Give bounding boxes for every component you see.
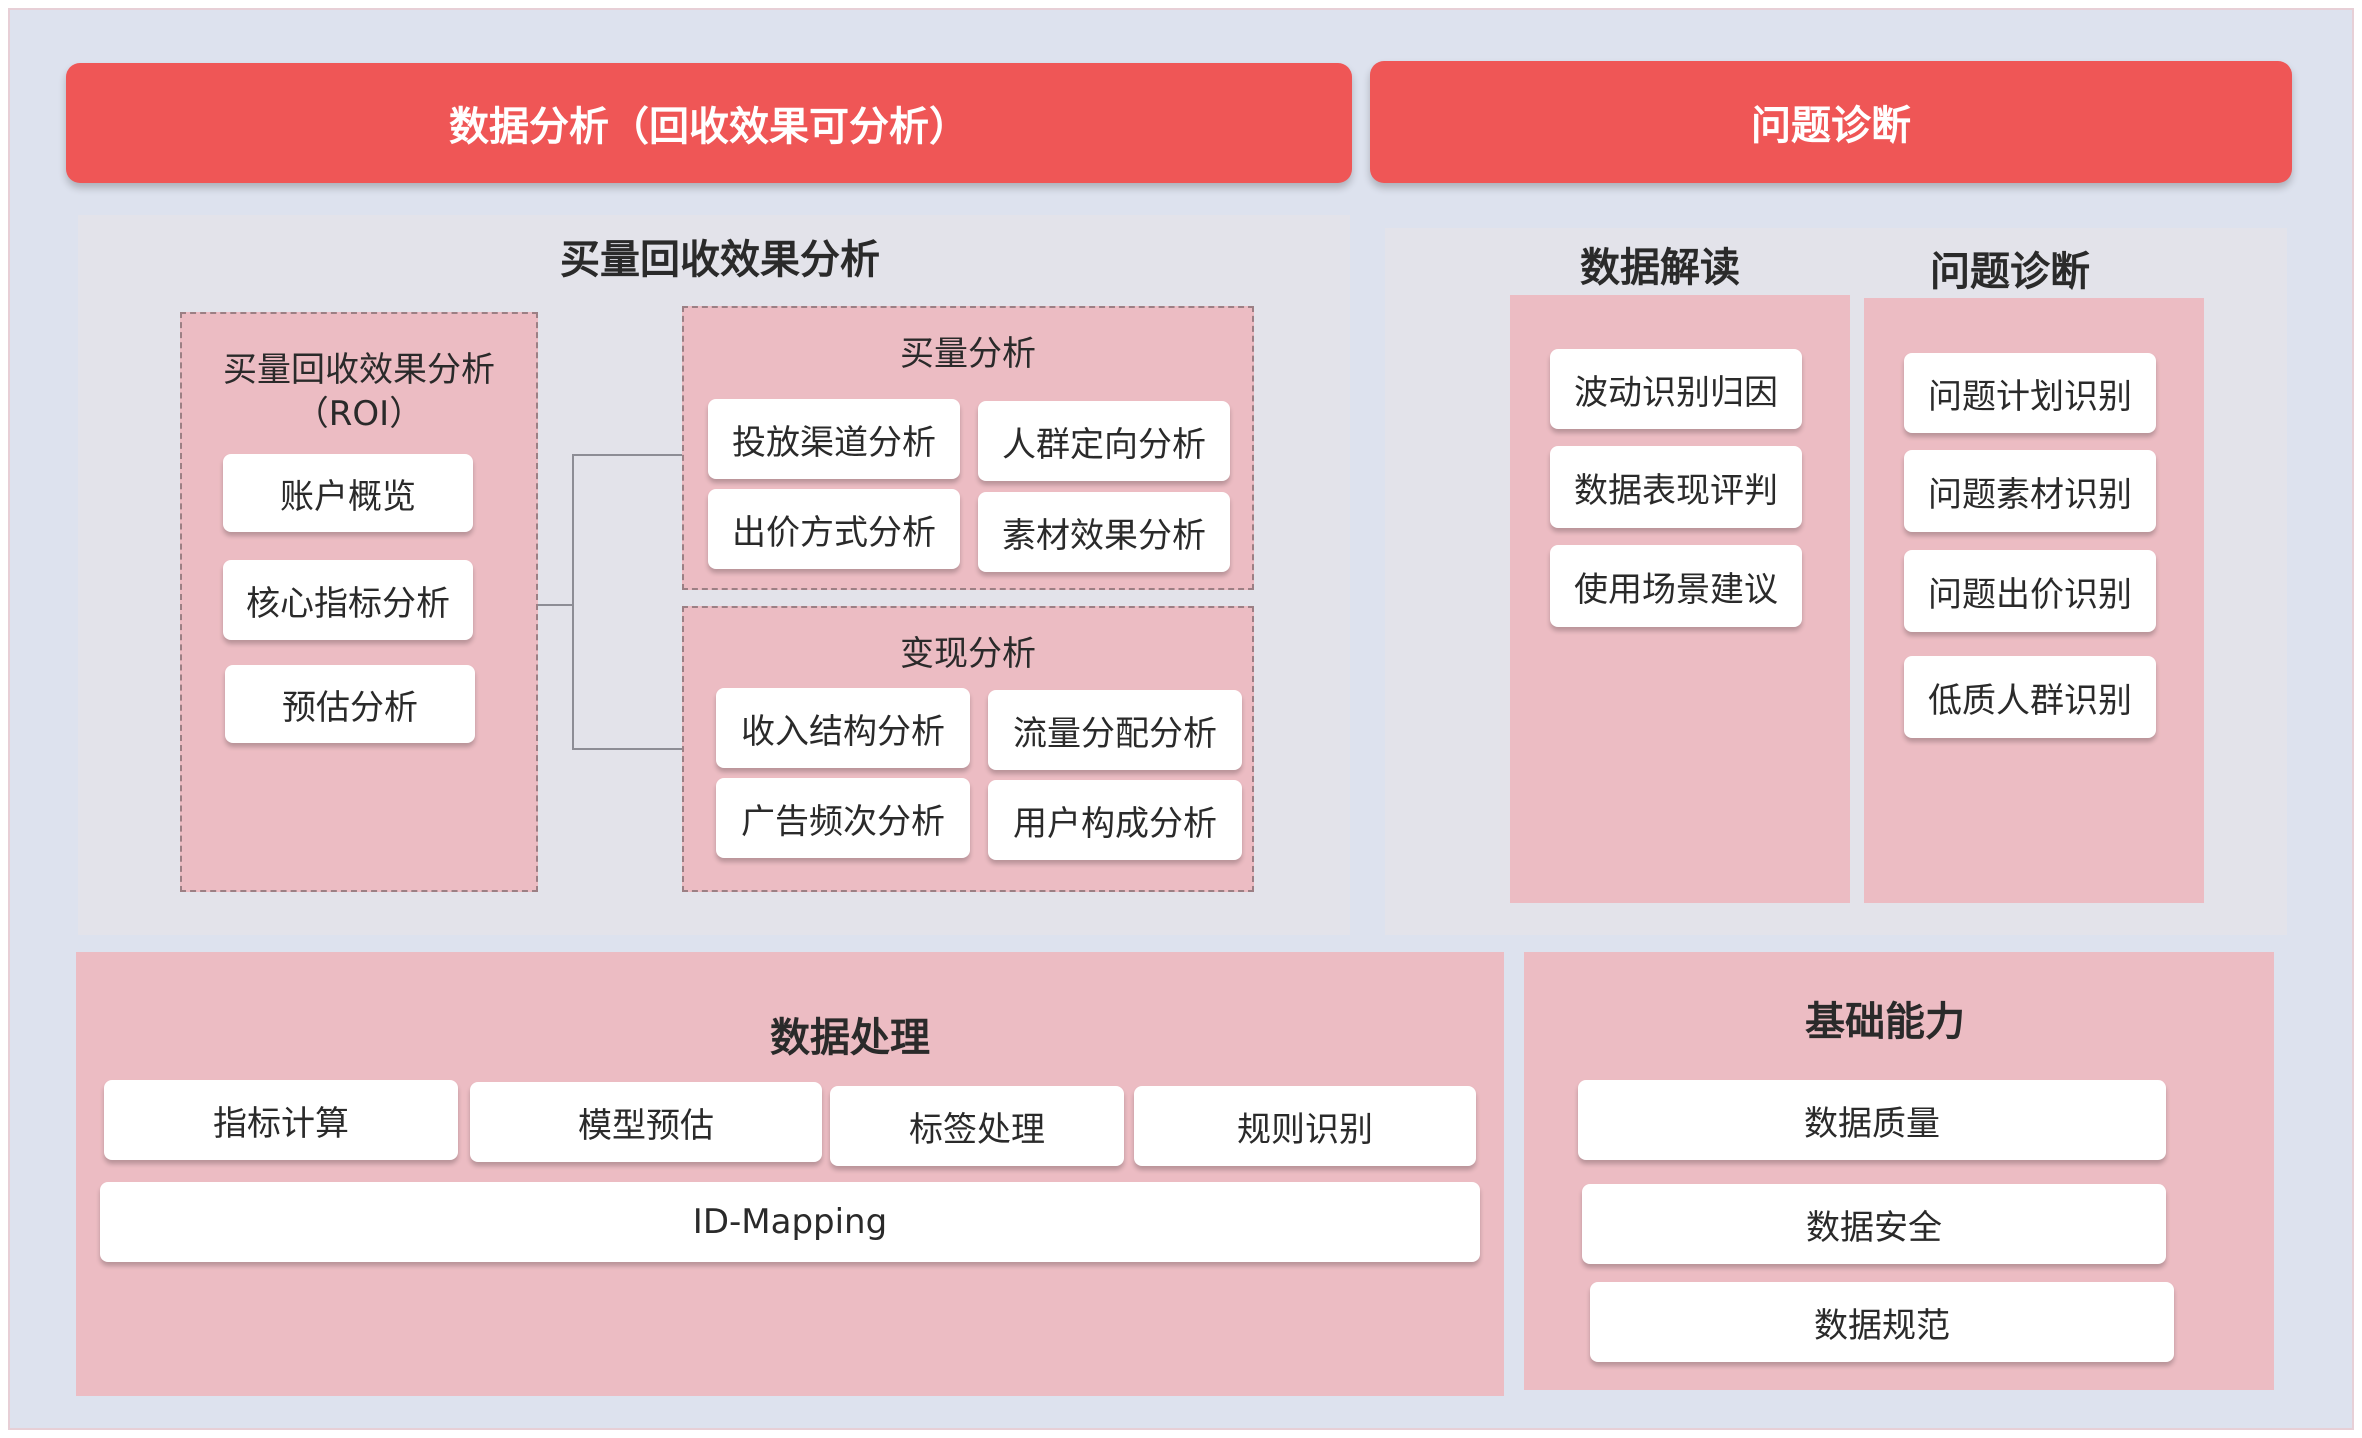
buy-card-bidding: 出价方式分析 xyxy=(708,489,960,569)
buy-analysis-title: 买量分析 xyxy=(900,334,1036,374)
roi-group-subtitle: （ROI） xyxy=(294,394,424,434)
problem-card-audience: 低质人群识别 xyxy=(1904,656,2156,738)
connector-line xyxy=(572,454,574,750)
processing-panel xyxy=(76,952,1504,1396)
interpret-card-performance: 数据表现评判 xyxy=(1550,446,1802,528)
monetize-analysis-title: 变现分析 xyxy=(900,634,1036,674)
interpret-title: 数据解读 xyxy=(1580,245,1740,291)
processing-card-id-mapping: ID-Mapping xyxy=(100,1182,1480,1262)
problem-card-bid: 问题出价识别 xyxy=(1904,550,2156,632)
monetize-card-revenue: 收入结构分析 xyxy=(716,688,970,768)
monetize-card-traffic: 流量分配分析 xyxy=(988,690,1242,770)
header-problem-diagnosis: 问题诊断 xyxy=(1370,61,2292,183)
header-data-analysis-label: 数据分析（回收效果可分析） xyxy=(449,104,969,150)
foundation-card-standards: 数据规范 xyxy=(1590,1282,2174,1362)
roi-card-core-metrics: 核心指标分析 xyxy=(223,560,473,640)
header-data-analysis: 数据分析（回收效果可分析） xyxy=(66,63,1352,183)
interpret-card-scenario: 使用场景建议 xyxy=(1550,545,1802,627)
monetize-card-frequency: 广告频次分析 xyxy=(716,778,970,858)
problem-card-creative: 问题素材识别 xyxy=(1904,450,2156,532)
roi-group-title: 买量回收效果分析 xyxy=(223,350,495,390)
processing-card-rules: 规则识别 xyxy=(1134,1086,1476,1166)
processing-card-tags: 标签处理 xyxy=(830,1086,1124,1166)
connector-line xyxy=(572,454,682,456)
roi-card-forecast: 预估分析 xyxy=(225,665,475,743)
foundation-card-security: 数据安全 xyxy=(1582,1184,2166,1264)
roi-card-account-overview: 账户概览 xyxy=(223,454,473,532)
foundation-card-quality: 数据质量 xyxy=(1578,1080,2166,1160)
header-problem-diagnosis-label: 问题诊断 xyxy=(1751,103,1911,149)
buy-card-creative: 素材效果分析 xyxy=(978,492,1230,572)
processing-card-metrics: 指标计算 xyxy=(104,1080,458,1160)
monetize-card-users: 用户构成分析 xyxy=(988,780,1242,860)
processing-card-model: 模型预估 xyxy=(470,1082,822,1162)
problem-title: 问题诊断 xyxy=(1930,249,2090,295)
processing-title: 数据处理 xyxy=(770,1015,930,1061)
recovery-analysis-title: 买量回收效果分析 xyxy=(560,237,880,283)
problem-card-plan: 问题计划识别 xyxy=(1904,353,2156,433)
buy-card-channel: 投放渠道分析 xyxy=(708,399,960,479)
connector-line xyxy=(538,604,574,606)
buy-card-audience: 人群定向分析 xyxy=(978,401,1230,481)
interpret-card-fluctuation: 波动识别归因 xyxy=(1550,349,1802,429)
foundation-title: 基础能力 xyxy=(1805,999,1965,1045)
connector-line xyxy=(572,748,682,750)
